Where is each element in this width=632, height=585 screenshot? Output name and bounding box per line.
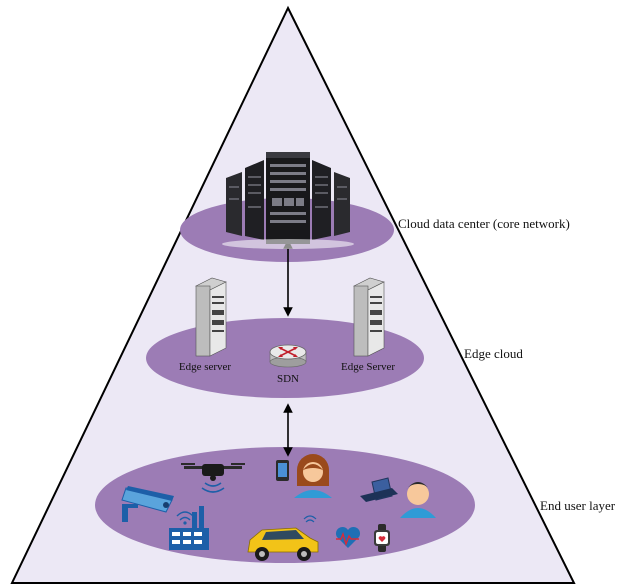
cctv-camera-icon bbox=[121, 486, 174, 522]
heart-pulse-icon bbox=[335, 526, 361, 548]
pyramid bbox=[10, 5, 576, 584]
car-icon bbox=[247, 515, 319, 561]
end-user-layer-label: End user layer bbox=[540, 498, 616, 513]
smartphone-icon bbox=[276, 460, 289, 481]
factory-icon bbox=[169, 506, 209, 550]
man-avatar-icon bbox=[400, 482, 436, 518]
edge-server-icon bbox=[353, 277, 385, 357]
left-edge-server-label: Edge server bbox=[179, 361, 232, 373]
edge-server-icon bbox=[195, 277, 227, 357]
sdn-router-icon bbox=[269, 344, 307, 368]
drone-icon bbox=[181, 463, 245, 493]
laptop-icon bbox=[360, 477, 398, 502]
edge-cloud-label: Edge cloud bbox=[464, 346, 523, 361]
smartwatch-icon bbox=[374, 524, 390, 552]
server-rack-icon bbox=[222, 152, 354, 249]
sdn-label: SDN bbox=[277, 373, 299, 385]
right-edge-server-label: Edge Server bbox=[341, 361, 395, 373]
cloud-data-center-label: Cloud data center (core network) bbox=[398, 216, 570, 231]
woman-avatar-icon bbox=[294, 454, 332, 498]
